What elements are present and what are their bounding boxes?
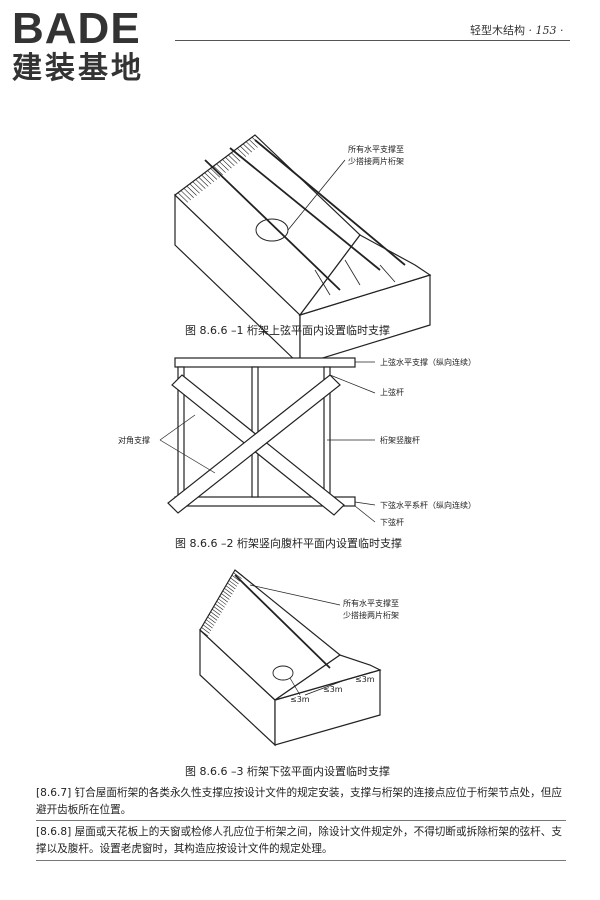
roof-hatch-line: [210, 611, 219, 618]
fig1-label-line2: 少搭接两片桁架: [348, 156, 404, 166]
header-rule: [175, 40, 570, 41]
roof-hatch-line: [227, 582, 236, 590]
fig3-spacing-3: ≤3m: [355, 675, 375, 684]
roof-hatch-line: [231, 152, 241, 162]
clause-number: [8.6.8]: [36, 826, 72, 838]
fig2-label-diagonal: 对角支撑: [118, 435, 150, 445]
roof-hatch-line: [237, 148, 247, 157]
roof-hatch-line: [233, 572, 242, 579]
roof-hatch-line: [231, 574, 241, 582]
fig3-spacing-2: ≤3m: [323, 685, 343, 694]
roof-hatch-line: [180, 190, 192, 201]
roof-hatch-line: [198, 177, 209, 187]
clause-number: [8.6.7]: [36, 787, 72, 799]
figure-2-drawing: 上弦水平支撑（纵向连续） 上弦杆 对角支撑 桁架竖腹杆 下弦水平系杆（纵向连续）…: [118, 357, 476, 527]
roof-hatch-line: [210, 168, 221, 178]
roof-hatch-line: [183, 188, 194, 198]
fig3-label-line2: 少搭接两片桁架: [343, 610, 399, 620]
roof-hatch-line: [215, 603, 224, 611]
roof-hatch-line: [228, 580, 238, 587]
running-head: 轻型木结构 · 153 ·: [470, 22, 563, 38]
roof-hatch-line: [211, 608, 221, 616]
fig2-label-bottom-bracing: 下弦水平系杆（纵向连续）: [380, 500, 476, 510]
roof-hatch-line: [213, 606, 222, 613]
section-title: 轻型木结构: [470, 24, 525, 37]
figure-3-drawing: 所有水平支撑至 少搭接两片桁架 ≤3m ≤3m ≤3m: [199, 569, 399, 747]
roof-hatch-line: [177, 192, 189, 203]
roof-hatch-line: [207, 170, 218, 180]
roof-hatch-line: [230, 577, 239, 585]
paragraph-rule: [36, 860, 566, 861]
roof-hatch-line: [221, 593, 230, 600]
roof-hatch-line: [248, 139, 258, 148]
roof-hatch-line: [199, 629, 209, 637]
roof-hatch-line: [225, 585, 235, 592]
roof-hatch-line: [222, 159, 232, 169]
clause-8-6-8: [8.6.8] 屋面或天花板上的天窗或检修人孔应位于桁架之间，除设计文件规定外，…: [36, 824, 568, 858]
roof-hatch-line: [228, 154, 238, 164]
roof-hatch-line: [224, 588, 233, 595]
roof-hatch-line: [219, 161, 229, 171]
clause-8-6-7: [8.6.7] 钉合屋面桁架的各类永久性支撑应按设计文件的规定安装，支撑与桁架的…: [36, 785, 568, 819]
fig3-spacing-1: ≤3m: [290, 695, 310, 704]
roof-hatch-line: [192, 181, 203, 192]
roof-hatch-line: [201, 174, 212, 185]
roof-hatch-line: [202, 624, 212, 632]
roof-hatch-line: [213, 165, 223, 176]
clause-text: 屋面或天花板上的天窗或检修人孔应位于桁架之间，除设计文件规定外，不得切断或拆除桁…: [36, 826, 562, 855]
page-number: · 153 ·: [528, 24, 564, 37]
roof-hatch-line: [205, 619, 215, 626]
fig2-label-top-chord: 上弦杆: [380, 387, 404, 397]
fig2-label-web: 桁架竖腹杆: [380, 435, 420, 445]
roof-hatch-line: [207, 616, 216, 624]
fig2-label-bottom-chord: 下弦杆: [380, 517, 404, 527]
roof-hatch-line: [186, 185, 197, 196]
logo-wordmark: BADE: [12, 4, 141, 53]
fig1-label-line1: 所有水平支撑至: [348, 144, 404, 154]
fig3-label-line1: 所有水平支撑至: [343, 598, 399, 608]
fig2-label-top-bracing: 上弦水平支撑（纵向连续）: [380, 357, 476, 367]
roof-hatch-line: [208, 614, 218, 621]
roof-hatch-line: [222, 590, 232, 598]
roof-hatch-line: [204, 621, 213, 629]
figure-3-caption: 图 8.6.6 –3 桁架下弦平面内设置临时支撑: [185, 765, 390, 778]
roof-hatch-line: [239, 145, 250, 155]
roof-hatch-line: [218, 598, 227, 605]
roof-hatch-line: [254, 134, 264, 144]
figure-2-caption: 图 8.6.6 –2 桁架竖向腹杆平面内设置临时支撑: [175, 537, 402, 550]
roof-hatch-line: [245, 141, 255, 151]
figure-1-caption: 图 8.6.6 –1 桁架上弦平面内设置临时支撑: [185, 324, 390, 337]
paragraph-rule: [36, 820, 566, 821]
roof-hatch-line: [201, 627, 210, 634]
roof-hatch-line: [189, 183, 200, 194]
publisher-logo: BADE 建装基地: [12, 6, 182, 86]
figure-1-drawing: 所有水平支撑至 少搭接两片桁架: [174, 134, 432, 367]
roof-hatch-line: [234, 569, 244, 577]
roof-hatch-line: [225, 157, 235, 167]
roof-hatch-line: [174, 194, 186, 205]
roof-hatch-line: [195, 179, 206, 189]
roof-hatch-line: [216, 601, 225, 608]
clause-text: 钉合屋面桁架的各类永久性支撑应按设计文件的规定安装，支撑与桁架的连接点应位于桁架…: [36, 787, 562, 816]
logo-subtitle: 建装基地: [12, 51, 144, 86]
roof-hatch-line: [216, 163, 226, 173]
roof-hatch-line: [204, 172, 215, 183]
roof-hatch-line: [219, 595, 228, 603]
roof-hatch-line: [242, 143, 252, 153]
